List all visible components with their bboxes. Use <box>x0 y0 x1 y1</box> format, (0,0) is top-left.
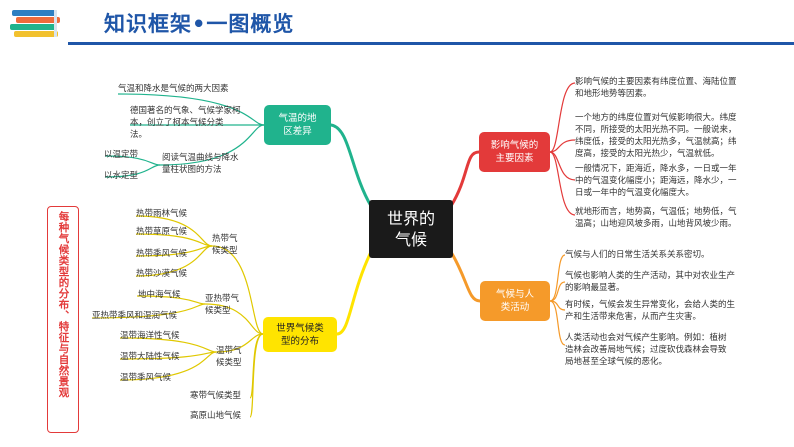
factors-line1: 影响气候的 <box>490 140 539 151</box>
regional-difference-node: 气温的地 区差异 <box>264 105 331 145</box>
climate-factors-node: 影响气候的 主要因素 <box>479 132 550 172</box>
factors-paragraph: 一般情况下，距海近，降水多，一日或一年中的气温变化幅度小；距海远，降水少，一日或… <box>575 164 737 198</box>
frigid-climate-item: 寒带气候类型 <box>190 391 242 401</box>
types-line1: 世界气候类 <box>276 322 324 334</box>
regional-item-factors: 气温和降水是气候的两大因素 <box>118 84 229 94</box>
tropical-item: 热带草原气候 <box>136 227 188 237</box>
header-logo <box>8 4 66 44</box>
distribution-features-label: 每种气候类型的分布、特征与自然景观 <box>57 211 70 398</box>
highland-climate-item: 高原山地气候 <box>190 411 242 421</box>
climate-types-node: 世界气候类 型的分布 <box>263 317 337 352</box>
center-node: 世界的 气候 <box>369 200 453 258</box>
header-divider <box>68 42 794 45</box>
page-title: 知识框架•一图概览 <box>104 12 295 36</box>
subtropical-item: 亚热带季风和湿润气候 <box>92 311 178 321</box>
human-paragraph: 人类活动也会对气候产生影响。例如：植树造林会改善局地气候；过度砍伐森林会导致局地… <box>565 333 727 367</box>
human-activity-node: 气候与人 类活动 <box>480 281 550 321</box>
temperate-item: 温带大陆性气候 <box>120 352 180 362</box>
regional-line2: 区差异 <box>283 126 312 137</box>
human-line2: 类活动 <box>500 302 530 313</box>
tropical-group: 热带气候类型 <box>212 234 238 256</box>
factors-paragraph: 就地形而言，地势高，气温低；地势低，气温高；山地迎风坡多雨，山地背风坡少雨。 <box>575 207 737 229</box>
center-line1: 世界的 <box>386 209 435 228</box>
factors-paragraph: 影响气候的主要因素有纬度位置、海陆位置和地形地势等因素。 <box>575 77 737 99</box>
subtropical-item: 地中海气候 <box>138 290 181 300</box>
subtropical-group: 亚热带气候类型 <box>205 294 240 316</box>
tropical-item: 热带雨林气候 <box>136 209 188 219</box>
regional-sub-precipitation: 以水定型 <box>104 171 139 181</box>
temperate-item: 温带海洋性气候 <box>120 331 180 341</box>
regional-item-chart-method: 阅读气温曲线与降水量柱状图的方法 <box>162 153 239 175</box>
temperate-item: 温带季风气候 <box>120 373 172 383</box>
factors-paragraph: 一个地方的纬度位置对气候影响很大。纬度不同，所接受的太阳光热不同。一般说来，纬度… <box>575 113 737 159</box>
tropical-item: 热带季风气候 <box>136 249 188 259</box>
distribution-features-box: 每种气候类型的分布、特征与自然景观 <box>47 206 79 433</box>
books-icon <box>10 10 60 37</box>
human-paragraph: 有时候，气候会发生异常变化，会给人类的生产和生活带来危害，从而产生灾害。 <box>565 300 736 322</box>
human-line1: 气候与人 <box>495 289 534 300</box>
human-paragraph: 气候与人们的日常生活关系关系密切。 <box>565 250 710 260</box>
regional-line1: 气温的地 <box>278 113 317 124</box>
temperate-group: 温带气候类型 <box>216 346 242 368</box>
regional-sub-temperature: 以温定带 <box>104 150 139 160</box>
human-paragraph: 气候也影响人类的生产活动，其中对农业生产的影响最显著。 <box>565 271 736 293</box>
tropical-item: 热带沙漠气候 <box>136 269 188 279</box>
center-line2: 气候 <box>394 230 427 249</box>
types-line2: 型的分布 <box>280 335 319 347</box>
factors-line2: 主要因素 <box>495 153 534 164</box>
regional-item-koppen: 德国著名的气象、气候学家柯本，创立了柯本气候分类法。 <box>130 106 241 140</box>
